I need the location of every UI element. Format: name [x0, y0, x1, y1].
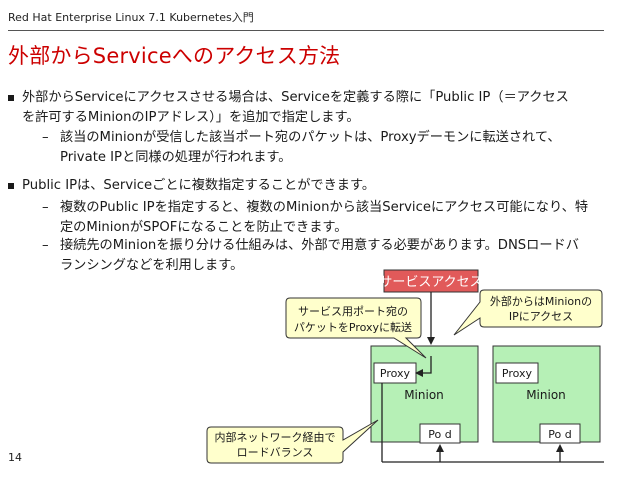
minion-label: Minion [404, 388, 444, 402]
callout-text-line: ロードバランス [237, 446, 314, 459]
sub-bullet-text-line: 接続先のMinionを振り分ける仕組みは、外部で用意する必要があります。DNSロ… [60, 238, 579, 253]
callout-text-line: IPにアクセス [509, 310, 573, 323]
entry-to-proxy-arrow [415, 356, 432, 377]
pod-label: Po d [548, 428, 571, 441]
minion-label: Minion [526, 388, 566, 402]
callout-text-line: 内部ネットワーク経由で [215, 430, 336, 444]
bullet-text-line: 外部からServiceにアクセスさせる場合は、Serviceを定義する際に「Pu… [22, 90, 569, 105]
sub-bullet-text-line: Private IPと同様の処理が行われます。 [60, 150, 292, 165]
proxy-label: Proxy [380, 367, 411, 380]
sub-bullet-text-line: 該当のMinionが受信した該当ポート宛のパケットは、Proxyデーモンに転送さ… [60, 130, 561, 145]
bullet-marker [8, 95, 14, 101]
callout-text-line: サービス用ポート宛の [298, 304, 408, 318]
sub-bullet-marker: – [42, 200, 49, 215]
callout-internal-load-balance [206, 419, 379, 464]
pod-box [539, 423, 581, 444]
pod-label: Po d [428, 428, 451, 441]
pod-box [419, 423, 461, 444]
callout-port-forward [285, 297, 427, 359]
sub-bullet-marker: – [42, 130, 49, 145]
service-access-label: サービスアクセス [379, 275, 482, 290]
sub-bullet-marker: – [42, 238, 49, 253]
sub-bullet-text-line: 複数のPublic IPを指定すると、複数のMinionから該当Serviceに… [60, 200, 589, 215]
bullet-text-line: を許可するMinionのIPアドレス）」を追加で指定します。 [22, 110, 360, 125]
callout-text-line: パケットをProxyに転送 [294, 320, 412, 334]
callout-external-access [453, 289, 603, 336]
slide-title: 外部からServiceへのアクセス方法 [8, 44, 341, 68]
bullet-marker [8, 183, 14, 189]
sub-bullet-text-line: ランシングなどを利用します。 [60, 258, 244, 273]
callout-text-line: 外部からはMinionの [490, 294, 592, 308]
proxy-box [495, 362, 539, 384]
page-number: 14 [8, 451, 22, 464]
sub-bullet-text-line: 定のMinionがSPOFになることを防止できます。 [60, 220, 348, 235]
header-divider [8, 30, 604, 31]
proxy-label: Proxy [502, 367, 533, 380]
deck-header-title: Red Hat Enterprise Linux 7.1 Kubernetes入… [8, 11, 254, 24]
bullet-text-line: Public IPは、Serviceごとに複数指定することができます。 [22, 178, 376, 193]
